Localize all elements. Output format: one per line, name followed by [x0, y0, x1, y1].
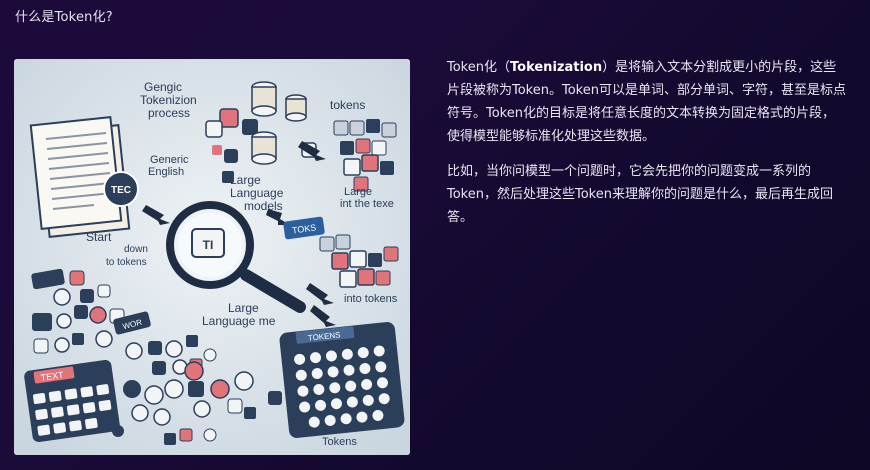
svg-text:TI: TI [203, 238, 214, 252]
label-int-the-texe: int the texe [340, 198, 394, 210]
label-large-3: Large [228, 301, 259, 315]
label-language-1: Language [230, 186, 284, 200]
label-gengic: Gengic [144, 80, 182, 94]
page-title: 什么是Token化? [15, 10, 113, 25]
label-tokenizion: Tokenizion [140, 93, 197, 107]
description-text: ）是将输入文本分割成更小的片段，这些片段被称为Token。Token可以是单词、… [447, 60, 846, 144]
label-tokens-bottom: Tokens [322, 436, 357, 448]
label-large-1: Large [230, 173, 261, 187]
description-paragraph-2: 比如，当你问模型一个问题时，它会先把你的问题变成一系列的Token，然后处理这些… [447, 164, 833, 225]
svg-text:TOKENS: TOKENS [307, 330, 341, 342]
description-paragraph-1: Token化（Tokenization）是将输入文本分割成更小的片段，这些片段被… [447, 56, 847, 148]
tec-badge: TEC [103, 171, 139, 207]
svg-text:TOKS: TOKS [291, 222, 316, 235]
token-cluster-bottom [112, 361, 282, 445]
token-cluster-left: WOR [31, 268, 217, 375]
label-start: Start [86, 230, 112, 244]
tokenization-illustration: TEC Gengic Tokenizion process Generic En… [14, 59, 410, 455]
label-down: down [124, 244, 148, 255]
label-language-me: Language me [202, 314, 276, 328]
label-generic: Generic [150, 154, 189, 166]
label-english: English [148, 166, 184, 178]
magnifying-glass-icon: TI [166, 201, 306, 313]
svg-text:TEC: TEC [111, 185, 131, 196]
label-process: process [148, 106, 190, 120]
label-tokens-top: tokens [330, 98, 365, 112]
description-term: Tokenization [510, 60, 603, 75]
label-into-tokens: into tokens [344, 293, 398, 305]
token-cluster-top-right [333, 119, 397, 192]
keyboard-right-icon: TOKENS [279, 322, 405, 438]
label-to-tokens: to tokens [106, 257, 147, 268]
token-cluster-top-center [205, 81, 317, 183]
keyboard-left-icon: TEXT [24, 360, 120, 442]
label-large-2: Large [344, 186, 372, 198]
description-text: Token化（ [447, 60, 510, 75]
description: Token化（Tokenization）是将输入文本分割成更小的片段，这些片段被… [447, 56, 847, 241]
label-models: models [244, 199, 283, 213]
svg-text:TEXT: TEXT [40, 370, 65, 383]
arrow-icon [142, 141, 336, 327]
token-cluster-right: TOKS [283, 216, 399, 288]
